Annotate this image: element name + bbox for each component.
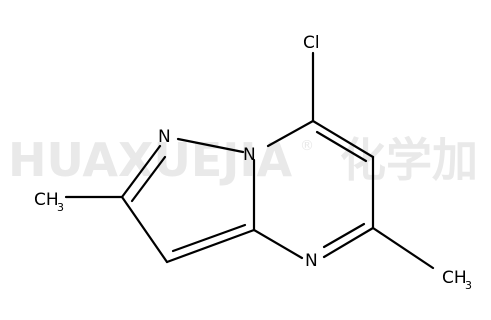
bond-c7-c6-inner — [315, 130, 368, 163]
atom-label-methyl-right-subscript: 3 — [465, 279, 472, 292]
bond-c5-n4-inner — [322, 222, 366, 249]
atom-label-methyl-left-subscript: 3 — [57, 201, 64, 214]
atom-label-nitrogen-pyrazole: N — [158, 127, 171, 147]
bonds — [64, 51, 435, 270]
bond-c5-n4 — [322, 226, 375, 259]
atom-labels: Cl N N N CH 3 CH 3 — [34, 33, 472, 292]
bond-n1-n2 — [176, 137, 245, 154]
watermark-registered-mark: ® — [300, 138, 314, 154]
atom-label-chlorine: Cl — [303, 33, 320, 53]
atom-label-nitrogen-bridge: N — [243, 145, 256, 165]
atom-label-methyl-right: CH — [442, 268, 467, 288]
bond-n2-c2-inner — [130, 155, 167, 203]
bond-c7-c6 — [311, 119, 375, 159]
atom-label-methyl-left: CH — [34, 190, 59, 210]
bond-n4-c3a — [252, 228, 304, 260]
watermark-chinese-text: 化学加 — [340, 133, 478, 187]
bond-c3-c3a-inner — [171, 223, 247, 253]
bond-c2-c3 — [120, 195, 169, 264]
bond-c5-methyl — [371, 226, 435, 270]
bond-c7-n1 — [266, 119, 315, 148]
atom-label-nitrogen-pyrimidine: N — [305, 251, 318, 271]
bond-c3-c3a — [165, 228, 256, 264]
bond-n2-c2 — [120, 144, 162, 199]
